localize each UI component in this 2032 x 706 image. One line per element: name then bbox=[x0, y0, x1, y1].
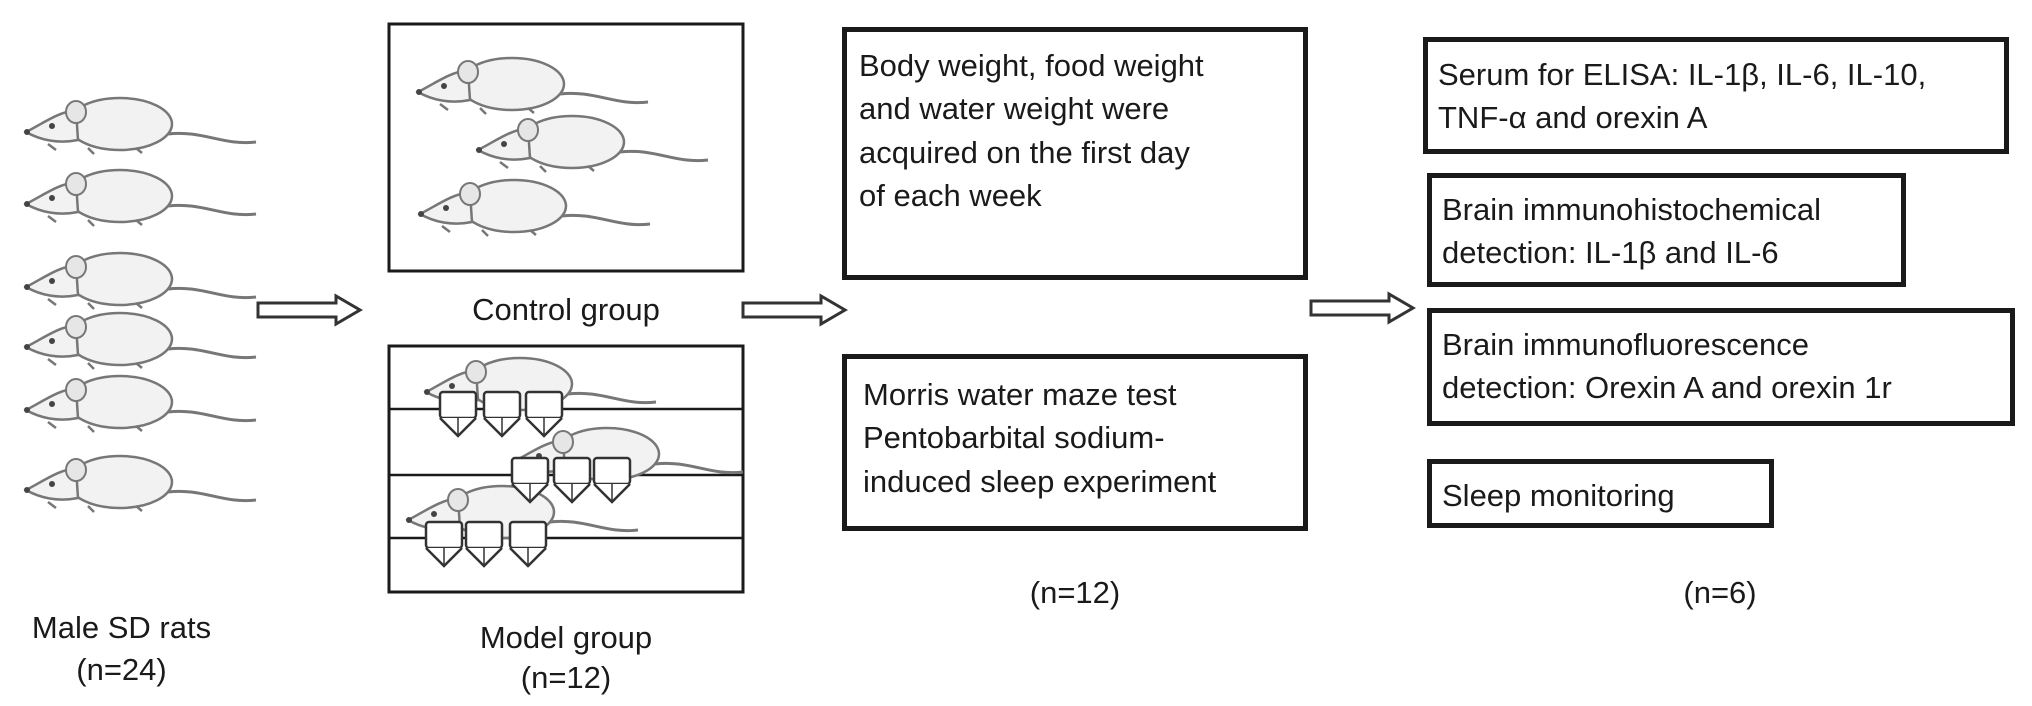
immunohistochemistry-line: detection: IL-1β and IL-6 bbox=[1442, 235, 1779, 271]
behavior-test-box: Morris water maze test Pentobarbital sod… bbox=[842, 354, 1308, 531]
immunofluorescence-line: detection: Orexin A and orexin 1r bbox=[1442, 370, 1892, 406]
elisa-box: Serum for ELISA: IL-1β, IL-6, IL-10, TNF… bbox=[1423, 37, 2009, 154]
measurement-line: acquired on the first day bbox=[859, 134, 1190, 170]
stage3-count: (n=12) bbox=[1029, 575, 1121, 610]
sleep-monitoring-box: Sleep monitoring bbox=[1427, 459, 1774, 528]
arrow-icon bbox=[741, 294, 847, 326]
arrow-icon bbox=[256, 294, 362, 326]
immunohistochemistry-line: Brain immunohistochemical bbox=[1442, 192, 1822, 227]
immunohistochemistry-box: Brain immunohistochemical detection: IL-… bbox=[1427, 173, 1906, 287]
model-group-count: (n=12) bbox=[520, 660, 612, 695]
stage4-count: (n=6) bbox=[1683, 575, 1757, 610]
rat-icon bbox=[22, 168, 258, 228]
rat-icon bbox=[22, 374, 258, 434]
rat-icon bbox=[22, 96, 258, 156]
measurement-line: and water weight were bbox=[859, 91, 1170, 127]
behavior-test-line: induced sleep experiment bbox=[863, 463, 1217, 499]
rats-label: Male SD rats bbox=[31, 610, 212, 645]
immunofluorescence-line: Brain immunofluorescence bbox=[1442, 327, 1810, 362]
rat-icon bbox=[22, 454, 258, 514]
measurement-line: Body weight, food weight bbox=[859, 48, 1204, 83]
measurement-line: of each week bbox=[859, 178, 1042, 214]
rats-count: (n=24) bbox=[76, 652, 167, 687]
elisa-line: TNF-α and orexin A bbox=[1438, 100, 1708, 136]
behavior-test-line: Pentobarbital sodium- bbox=[863, 420, 1165, 456]
rat-icon bbox=[22, 251, 258, 311]
immunofluorescence-box: Brain immunofluorescence detection: Orex… bbox=[1427, 308, 2015, 426]
behavior-test-line: Morris water maze test bbox=[863, 377, 1177, 412]
arrow-icon bbox=[1309, 292, 1415, 324]
elisa-line: Serum for ELISA: IL-1β, IL-6, IL-10, bbox=[1438, 57, 1927, 92]
measurement-box: Body weight, food weight and water weigh… bbox=[842, 27, 1308, 280]
model-group-label: Model group bbox=[479, 620, 653, 655]
rat-icon bbox=[22, 311, 258, 371]
control-group-label: Control group bbox=[472, 292, 660, 327]
sleep-monitoring-line: Sleep monitoring bbox=[1442, 478, 1675, 513]
